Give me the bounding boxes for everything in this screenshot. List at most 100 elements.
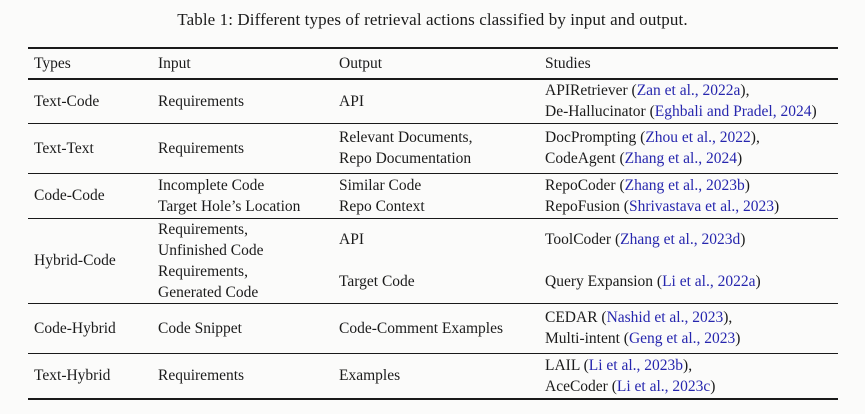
studies-line: De-Hallucinator (Eghbali and Pradel, 202… xyxy=(545,101,838,122)
cell-group: API xyxy=(339,219,545,261)
input-line: Target Hole’s Location xyxy=(158,197,301,215)
citation-link[interactable]: Eghbali and Pradel, 2024 xyxy=(654,103,812,121)
citation-link[interactable]: Zan et al., 2022a xyxy=(636,82,741,100)
study-text: De-Hallucinator ( xyxy=(545,103,655,121)
citation-link[interactable]: Zhang et al., 2024 xyxy=(624,150,737,167)
output-line: Similar Code xyxy=(339,176,422,194)
cell-group: Requirements xyxy=(158,91,339,112)
cell-group: ToolCoder (Zhang et al., 2023d) xyxy=(545,219,838,261)
cell-input: Requirements xyxy=(158,123,339,173)
study-text: LAIL ( xyxy=(545,356,589,374)
output-line: API xyxy=(339,92,364,110)
citation-link[interactable]: Shrivastava et al., 2023 xyxy=(628,197,775,215)
citation-link[interactable]: Nashid et al., 2023 xyxy=(606,309,724,326)
cell-group: Relevant Documents,Repo Documentation xyxy=(339,127,545,169)
study-text: ) xyxy=(774,197,780,215)
input-line: Requirements xyxy=(158,367,245,385)
cell-group: RepoCoder (Zhang et al., 2023b)RepoFusio… xyxy=(545,175,838,217)
cell-group: Code Snippet xyxy=(158,318,339,339)
input-line: Code Snippet xyxy=(158,319,242,337)
study-text: ToolCoder ( xyxy=(545,231,621,248)
study-text: DocPrompting ( xyxy=(545,129,646,146)
input-line: Incomplete Code xyxy=(158,176,265,194)
cell-studies: ToolCoder (Zhang et al., 2023d) Query Exp… xyxy=(545,218,838,303)
cell-input: Requirements xyxy=(158,353,339,399)
cell-group: Requirements, Generated Code xyxy=(158,261,339,303)
studies-line: AceCoder (Li et al., 2023c) xyxy=(545,376,838,397)
cell-output: API xyxy=(339,79,545,123)
cell-group: DocPrompting (Zhou et al., 2022),CodeAge… xyxy=(545,127,838,169)
cell-output: Relevant Documents,Repo Documentation xyxy=(339,123,545,173)
citation-link[interactable]: Geng et al., 2023 xyxy=(628,330,736,347)
citation-link[interactable]: Li et al., 2023c xyxy=(616,377,711,395)
table-caption: Table 1: Different types of retrieval ac… xyxy=(177,10,688,29)
input-line: Requirements, xyxy=(158,220,248,238)
cell-output: Examples xyxy=(339,353,545,399)
studies-line: Query Expansion (Li et al., 2022a) xyxy=(545,271,838,292)
cell-group: APIRetriever (Zan et al., 2022a),De-Hall… xyxy=(545,80,838,122)
cell-type: Hybrid-Code xyxy=(34,252,116,269)
cell-studies: RepoCoder (Zhang et al., 2023b)RepoFusio… xyxy=(545,173,838,218)
input-line: Requirements xyxy=(158,139,245,157)
citation-link[interactable]: Zhou et al., 2022 xyxy=(645,129,751,146)
cell-group: Requirements xyxy=(158,138,339,159)
studies-line: ToolCoder (Zhang et al., 2023d) xyxy=(545,229,838,250)
input-line: Unfinished Code xyxy=(158,241,264,259)
cell-group: Target Code xyxy=(339,261,545,303)
study-text: RepoCoder ( xyxy=(545,176,625,194)
citation-link[interactable]: Li et al., 2023b xyxy=(588,356,684,374)
study-text: ) xyxy=(735,330,741,347)
cell-studies: DocPrompting (Zhou et al., 2022),CodeAge… xyxy=(545,123,838,173)
input-line: Requirements, xyxy=(158,262,248,280)
cell-group: Examples xyxy=(339,365,545,386)
studies-line: CEDAR (Nashid et al., 2023), xyxy=(545,307,838,328)
cell-group: LAIL (Li et al., 2023b), AceCoder (Li et … xyxy=(545,355,838,397)
study-text: ) xyxy=(811,103,817,121)
cell-group: Requirements, Unfinished Code xyxy=(158,219,339,261)
study-text: ), xyxy=(740,82,750,100)
study-text: ) xyxy=(740,231,746,248)
table-row: Text-Code Requirements API APIRetriever (Za… xyxy=(28,79,838,123)
cell-type: Text-Code xyxy=(34,92,100,110)
column-header-output: Output xyxy=(339,48,545,80)
cell-group: Query Expansion (Li et al., 2022a) xyxy=(545,261,838,303)
input-line: Generated Code xyxy=(158,283,259,301)
cell-group: Code-Comment Examples xyxy=(339,318,545,339)
studies-line: RepoFusion (Shrivastava et al., 2023) xyxy=(545,196,838,217)
study-text: AceCoder ( xyxy=(545,377,617,395)
citation-link[interactable]: Zhang et al., 2023d xyxy=(620,231,741,248)
study-text: ), xyxy=(683,356,693,374)
output-line: API xyxy=(339,231,364,248)
cell-type: Code-Hybrid xyxy=(34,319,116,337)
column-header-studies: Studies xyxy=(545,48,838,80)
citation-link[interactable]: Li et al., 2022a xyxy=(662,273,756,290)
input-line: Requirements xyxy=(158,92,245,110)
cell-group: CEDAR (Nashid et al., 2023),Multi-intent… xyxy=(545,307,838,349)
output-line: Repo Context xyxy=(339,197,425,215)
cell-studies: CEDAR (Nashid et al., 2023),Multi-intent… xyxy=(545,303,838,353)
study-text: CodeAgent ( xyxy=(545,150,625,167)
cell-output: API Target Code xyxy=(339,218,545,303)
output-line: Relevant Documents, xyxy=(339,129,473,146)
studies-line: RepoCoder (Zhang et al., 2023b) xyxy=(545,175,838,196)
cell-studies: LAIL (Li et al., 2023b), AceCoder (Li et … xyxy=(545,353,838,399)
cell-type: Code-Code xyxy=(34,187,105,204)
cell-group: API xyxy=(339,91,545,112)
citation-link[interactable]: Zhang et al., 2023b xyxy=(624,176,745,194)
cell-input: Code Snippet xyxy=(158,303,339,353)
study-text: CEDAR ( xyxy=(545,309,607,326)
studies-line: APIRetriever (Zan et al., 2022a), xyxy=(545,80,838,101)
